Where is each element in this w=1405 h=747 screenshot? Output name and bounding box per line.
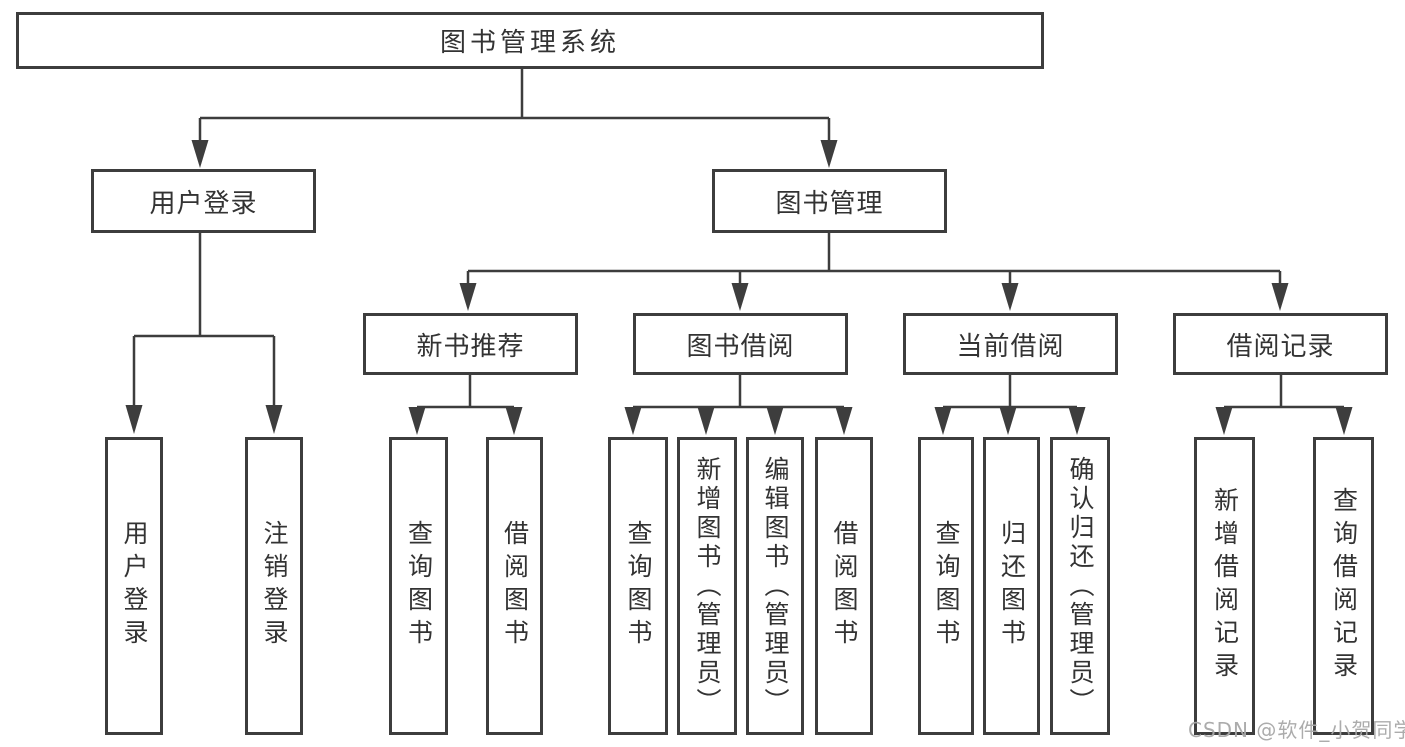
- arrow-down-icon: [624, 407, 642, 435]
- user-login-subtree-connector: [132, 233, 276, 406]
- current-borrowing-box: 当前借阅: [903, 313, 1118, 375]
- arrow-down-icon: [265, 405, 283, 434]
- arrow-down-icon: [731, 283, 749, 311]
- query-books-leaf-box-current: 查询图书: [918, 437, 974, 735]
- arrow-down-icon: [1335, 407, 1353, 435]
- arrow-down-icon: [1215, 407, 1233, 435]
- arrow-down-icon: [408, 407, 426, 435]
- arrowhead-icons: [125, 140, 1353, 435]
- arrow-down-icon: [125, 405, 143, 434]
- book-borrowing-box: 图书借阅: [633, 313, 848, 375]
- arrow-down-icon: [820, 140, 838, 168]
- borrow-books-leaf-box-borrowing: 借阅图书: [815, 437, 873, 735]
- add-books-admin-leaf-box: 新增图书（管理员）: [677, 437, 737, 735]
- arrow-down-icon: [835, 407, 853, 435]
- query-books-leaf-box-borrowing: 查询图书: [608, 437, 668, 735]
- confirm-return-admin-leaf-box: 确认归还（管理员）: [1050, 437, 1110, 735]
- book-management-subtree-connector: [466, 233, 1282, 285]
- connector-lines: [132, 69, 1344, 409]
- new-book-recommendation-box: 新书推荐: [363, 313, 578, 375]
- level3-to-leaf-connectors: [417, 375, 1344, 409]
- logout-leaf-box: 注销登录: [245, 437, 303, 735]
- arrow-down-icon: [1068, 407, 1086, 435]
- add-borrow-record-leaf-box: 新增借阅记录: [1194, 437, 1255, 735]
- book-management-branch-box: 图书管理: [712, 169, 947, 233]
- arrow-down-icon: [999, 407, 1017, 435]
- edit-books-admin-leaf-box: 编辑图书（管理员）: [746, 437, 804, 735]
- return-books-leaf-box: 归还图书: [983, 437, 1040, 735]
- csdn-watermark: CSDN @软件_小贺同学: [1188, 718, 1405, 742]
- arrow-down-icon: [191, 140, 209, 168]
- arrow-down-icon: [934, 407, 952, 435]
- arrow-down-icon: [459, 283, 477, 311]
- borrowing-records-box: 借阅记录: [1173, 313, 1388, 375]
- root-to-level2-connector: [198, 69, 831, 142]
- system-root-box: 图书管理系统: [16, 12, 1044, 69]
- arrow-down-icon: [1271, 283, 1289, 311]
- borrow-books-leaf-box-recommend: 借阅图书: [486, 437, 543, 735]
- user-login-branch-box: 用户登录: [91, 169, 316, 233]
- user-login-leaf-box: 用户登录: [105, 437, 163, 735]
- arrow-down-icon: [766, 407, 784, 435]
- arrow-down-icon: [1001, 283, 1019, 311]
- query-books-leaf-box-recommend: 查询图书: [389, 437, 448, 735]
- arrow-down-icon: [697, 407, 715, 435]
- query-borrow-record-leaf-box: 查询借阅记录: [1313, 437, 1374, 735]
- arrow-down-icon: [505, 407, 523, 435]
